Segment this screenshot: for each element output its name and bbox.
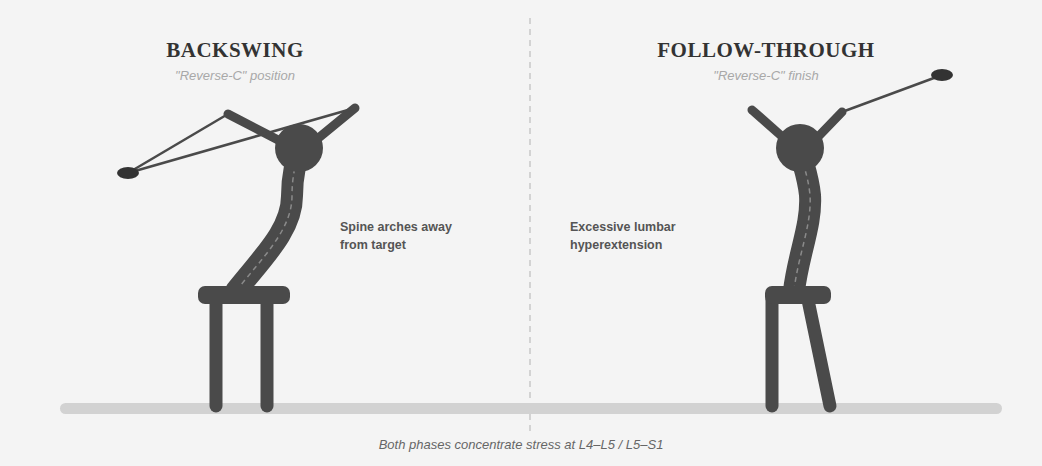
backswing-figure	[117, 108, 355, 406]
phase-heading: FOLLOW-THROUGH	[657, 38, 874, 63]
annotation-note: Spine arches away from target	[340, 218, 452, 254]
phase-subtitle: "Reverse-C" finish	[713, 68, 818, 83]
phase-subtitle: "Reverse-C" position	[175, 68, 295, 83]
annotation-note: Excessive lumbar hyperextension	[570, 218, 710, 254]
ground-bar	[60, 403, 1002, 414]
divider-line	[529, 18, 531, 432]
phase-heading: BACKSWING	[166, 38, 304, 63]
follow-through-figure	[752, 69, 953, 406]
figure-caption: Both phases concentrate stress at L4–L5 …	[379, 437, 664, 452]
